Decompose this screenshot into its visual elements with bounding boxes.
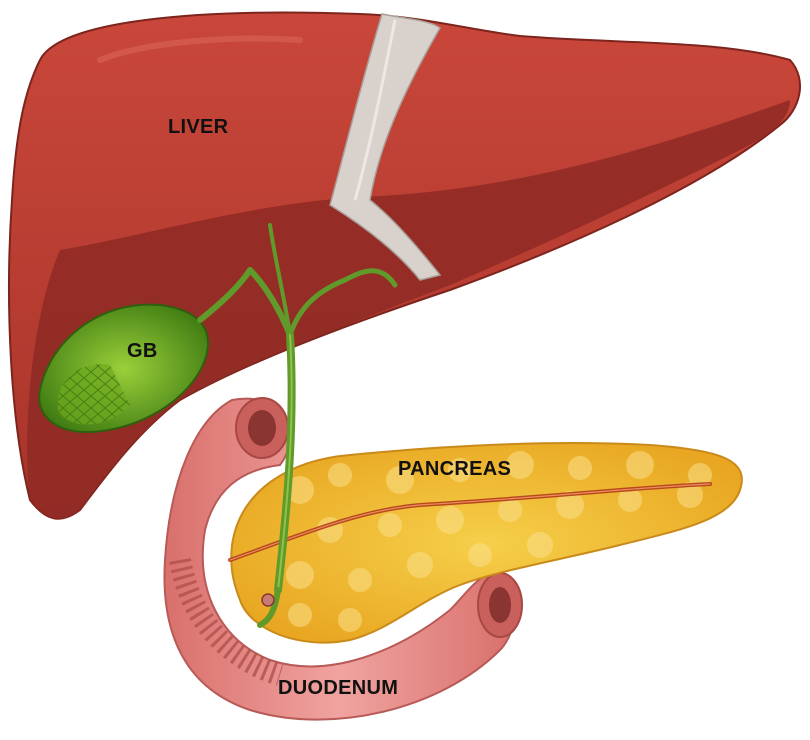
duodenum-label: DUODENUM — [278, 678, 398, 698]
pancreas-label: PANCREAS — [398, 459, 511, 479]
gallbladder-label: GB — [127, 341, 158, 361]
liver-label: LIVER — [168, 117, 228, 137]
ampulla — [262, 594, 274, 606]
